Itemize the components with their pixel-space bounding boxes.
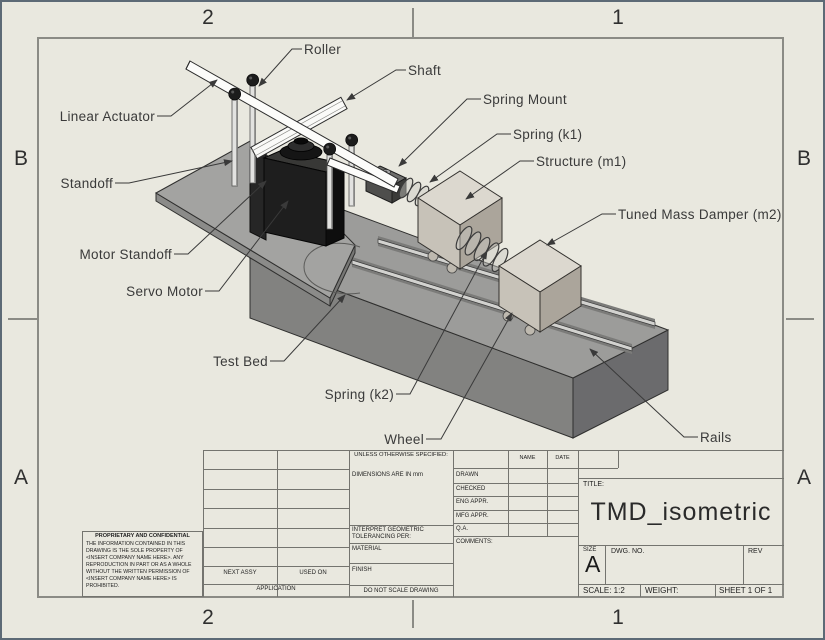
dwg-no-label: DWG. NO. xyxy=(611,548,645,555)
zone-label-right-B: B xyxy=(796,147,811,170)
leader-spring-mount xyxy=(398,98,481,167)
proprietary-line: <INSERT COMPANY NAME HERE> IS xyxy=(86,576,177,582)
leader-standoff xyxy=(115,159,233,184)
next-assy-label: NEXT ASSY xyxy=(223,570,257,576)
leader-roller xyxy=(258,48,302,87)
label-wheel: Wheel xyxy=(384,432,424,447)
dimensions-note: DIMENSIONS ARE IN mm xyxy=(352,472,424,478)
application-label: APPLICATION xyxy=(256,586,296,592)
label-rails: Rails xyxy=(700,430,732,445)
material-label: MATERIAL xyxy=(352,546,382,552)
proprietary-header: PROPRIETARY AND CONFIDENTIAL xyxy=(95,533,190,539)
approval-row-eng-appr: ENG APPR. xyxy=(456,499,489,505)
label-motor-standoff: Motor Standoff xyxy=(79,247,172,262)
used-on-label: USED ON xyxy=(299,570,327,576)
label-spring-mount: Spring Mount xyxy=(483,92,567,107)
leader-motor-standoff xyxy=(174,180,267,255)
zone-tick-bottom xyxy=(412,600,414,628)
title-label: TITLE: xyxy=(583,481,605,488)
proprietary-line: THE INFORMATION CONTAINED IN THIS xyxy=(86,541,186,547)
name-column-header: NAME xyxy=(519,455,536,461)
unless-otherwise-note: UNLESS OTHERWISE SPECIFIED: xyxy=(354,452,448,458)
structure-m1-block xyxy=(417,170,503,270)
label-shaft: Shaft xyxy=(408,63,441,78)
label-linear-actuator: Linear Actuator xyxy=(60,109,156,124)
proprietary-notice-box xyxy=(82,531,203,597)
approval-row-mfg-appr: MFG APPR. xyxy=(456,513,489,519)
zone-tick-right xyxy=(786,318,814,320)
zone-tick-left xyxy=(8,318,37,320)
proprietary-line: DRAWING IS THE SOLE PROPERTY OF xyxy=(86,548,183,554)
approval-row-qa: Q.A. xyxy=(456,526,469,532)
label-roller: Roller xyxy=(304,42,341,57)
zone-label-bottom-2: 2 xyxy=(202,606,214,629)
zone-label-left-B: B xyxy=(13,147,28,170)
label-spring-k1: Spring (k1) xyxy=(513,127,582,142)
size-label: SIZE xyxy=(583,547,597,553)
label-structure-m1: Structure (m1) xyxy=(536,154,626,169)
interpret-note-line1: INTERPRET GEOMETRIC xyxy=(352,527,424,533)
leader-structure-m1 xyxy=(465,160,534,200)
label-tuned-mass-damper: Tuned Mass Damper (m2) xyxy=(618,207,782,222)
label-servo-motor: Servo Motor xyxy=(126,284,203,299)
label-test-bed: Test Bed xyxy=(213,354,268,369)
approval-row-checked: CHECKED xyxy=(456,486,486,492)
proprietary-line: WITHOUT THE WRITTEN PERMISSION OF xyxy=(86,569,190,575)
spring-k2-coil xyxy=(455,225,509,273)
drawing-frame xyxy=(37,37,784,598)
interpret-note-line2: TOLERANCING PER: xyxy=(352,534,411,540)
do-not-scale-note: DO NOT SCALE DRAWING xyxy=(363,588,439,594)
zone-tick-top xyxy=(412,8,414,37)
leader-spring-k1 xyxy=(429,133,511,183)
leader-test-bed xyxy=(270,294,346,362)
zone-label-top-1: 1 xyxy=(612,6,624,29)
rev-label: REV xyxy=(748,548,763,555)
zone-label-right-A: A xyxy=(796,466,811,489)
leader-linear-actuator xyxy=(157,79,218,117)
sheet-size-value: A xyxy=(585,551,601,577)
tuned-mass-damper-block xyxy=(498,239,582,333)
comments-label: COMMENTS: xyxy=(456,539,493,545)
leader-shaft xyxy=(346,69,406,101)
proprietary-line: PROHIBITED. xyxy=(86,583,120,589)
weight-label: WEIGHT: xyxy=(645,586,679,595)
leader-spring-k2 xyxy=(396,250,488,395)
zone-label-top-2: 2 xyxy=(202,6,214,29)
label-standoff: Standoff xyxy=(61,176,113,191)
scale-value: SCALE: 1:2 xyxy=(583,586,625,595)
callout-labels: Roller Shaft Linear Actuator Spring Moun… xyxy=(60,42,782,447)
sheet-count-label: SHEET 1 OF 1 xyxy=(719,586,773,595)
proprietary-line: REPRODUCTION IN PART OR AS A WHOLE xyxy=(86,562,192,568)
servo-horn xyxy=(279,137,323,161)
approval-row-drawn: DRAWN xyxy=(456,472,479,478)
leader-wheel xyxy=(426,312,513,440)
leader-tmd-m2 xyxy=(546,213,616,246)
label-spring-k2: Spring (k2) xyxy=(325,387,394,402)
plate-cutout-edge xyxy=(303,242,361,295)
zone-label-bottom-1: 1 xyxy=(612,606,624,629)
date-column-header: DATE xyxy=(555,455,570,461)
proprietary-line: <INSERT COMPANY NAME HERE>. ANY xyxy=(86,555,184,561)
leader-rails xyxy=(589,348,698,438)
zone-label-left-A: A xyxy=(13,466,28,489)
leader-lines xyxy=(115,48,698,440)
leader-servo-motor xyxy=(205,200,289,292)
ball-rollers xyxy=(228,73,359,156)
drawing-title: TMD_isometric xyxy=(590,498,772,526)
finish-label: FINISH xyxy=(352,567,372,573)
